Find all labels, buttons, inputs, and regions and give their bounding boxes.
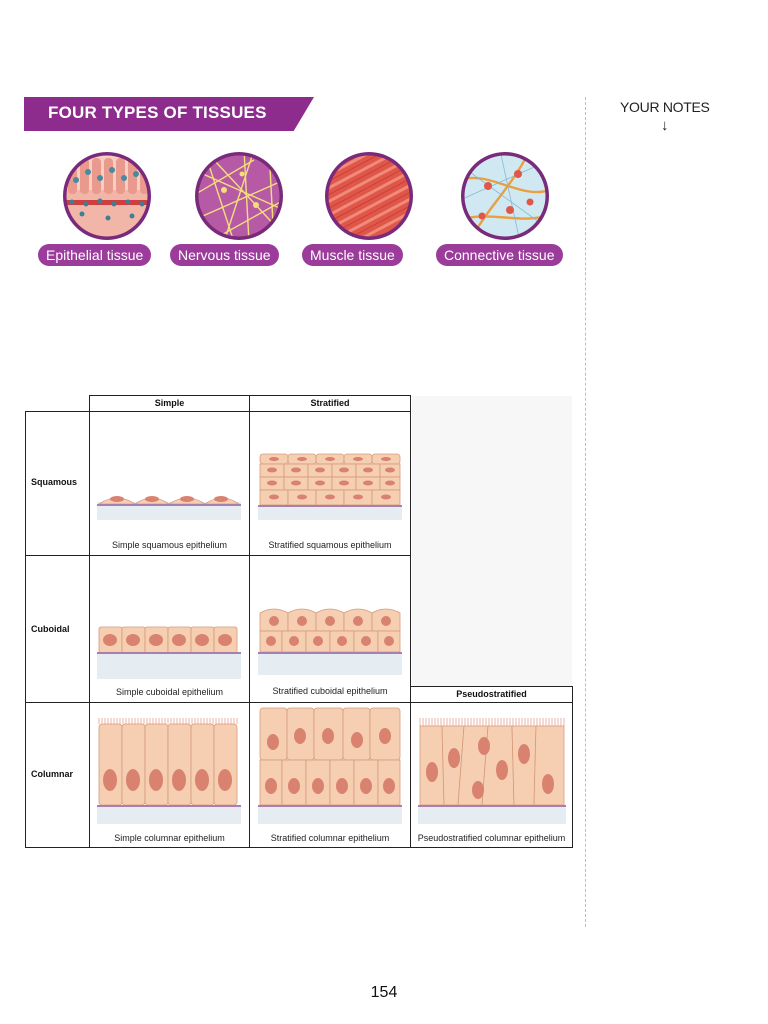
page-number: 154	[370, 984, 398, 1001]
caption-pseudostratified-columnar: Pseudostratified columnar epithelium	[417, 833, 566, 843]
table-border	[89, 395, 411, 396]
tissue-muscle: Muscle tissue	[300, 150, 428, 268]
table-border	[249, 395, 250, 412]
empty-cell	[412, 396, 572, 686]
table-border	[410, 686, 573, 687]
table-border	[410, 411, 411, 848]
section-title: FOUR TYPES OF TISSUES	[48, 103, 267, 122]
section-banner: FOUR TYPES OF TISSUES	[24, 97, 314, 131]
table-border	[572, 686, 573, 848]
table-border	[249, 411, 250, 848]
down-arrow-icon: ↓	[661, 117, 669, 134]
caption-stratified-squamous: Stratified squamous epithelium	[268, 540, 392, 550]
row-header-columnar: Columnar	[31, 769, 74, 779]
caption-simple-columnar: Simple columnar epithelium	[114, 833, 225, 843]
caption-simple-cuboidal: Simple cuboidal epithelium	[115, 687, 224, 697]
tissue-label: Connective tissue	[436, 244, 563, 266]
caption-stratified-columnar: Stratified columnar epithelium	[270, 833, 390, 843]
tissue-label: Muscle tissue	[302, 244, 403, 266]
epithelial-tissue-icon	[63, 152, 151, 240]
table-border	[25, 555, 411, 556]
table-border	[89, 395, 90, 412]
stratified-cuboidal-illustration	[258, 608, 402, 675]
notes-label: YOUR NOTES	[620, 99, 710, 115]
nervous-tissue-icon	[195, 152, 283, 240]
stratified-columnar-illustration	[258, 707, 402, 824]
table-border	[410, 395, 411, 412]
muscle-tissue-icon	[325, 152, 413, 240]
stratified-squamous-illustration	[258, 453, 402, 520]
connective-tissue-icon	[461, 152, 549, 240]
tissue-epithelial: Epithelial tissue	[38, 150, 166, 268]
row-header-cuboidal: Cuboidal	[31, 624, 70, 634]
column-header-pseudostratified: Pseudostratified	[456, 689, 527, 699]
simple-cuboidal-illustration	[97, 626, 241, 679]
table-border	[25, 702, 573, 703]
table-border	[25, 411, 411, 412]
tissue-label: Epithelial tissue	[38, 244, 152, 266]
column-header-simple: Simple	[154, 398, 185, 408]
table-border	[25, 847, 573, 848]
table-border	[89, 411, 90, 848]
tissue-nervous: Nervous tissue	[170, 150, 298, 268]
row-header-squamous: Squamous	[31, 477, 78, 487]
tissue-connective: Connective tissue	[436, 150, 564, 268]
pseudostratified-columnar-illustration	[418, 718, 566, 824]
table-border	[25, 411, 26, 848]
tissue-label: Nervous tissue	[170, 244, 279, 266]
column-header-stratified: Stratified	[310, 398, 350, 408]
simple-squamous-illustration	[97, 496, 241, 520]
simple-columnar-illustration	[97, 718, 241, 824]
caption-stratified-cuboidal: Stratified cuboidal epithelium	[272, 686, 388, 696]
notes-divider	[585, 97, 586, 927]
caption-simple-squamous: Simple squamous epithelium	[111, 540, 228, 550]
